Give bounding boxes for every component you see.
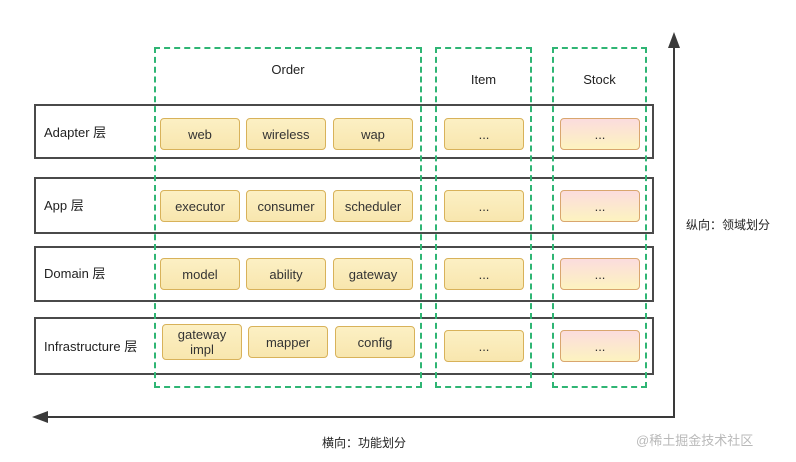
domain-title-item: Item [470, 72, 497, 87]
vertical-axis-label: 纵向：领域划分 [686, 218, 771, 232]
cell-item-app: ... [444, 190, 524, 222]
domain-title-stock: Stock [583, 72, 616, 87]
cell-consumer: consumer [246, 190, 326, 222]
layer-row-domain [34, 246, 654, 302]
domain-title-order: Order [271, 62, 305, 77]
cell-mapper: mapper [248, 326, 328, 358]
cell-gateway: gateway [333, 258, 413, 290]
cell-ability: ability [246, 258, 326, 290]
layer-label-app: App 层 [44, 198, 84, 213]
domain-box-order [154, 47, 422, 388]
cell-stock-infrastructure: ... [560, 330, 640, 362]
layer-label-adapter: Adapter 层 [44, 125, 107, 140]
cell-executor: executor [160, 190, 240, 222]
cell-web: web [160, 118, 240, 150]
horizontal-axis-arrow [32, 411, 48, 423]
domain-box-stock [552, 47, 647, 388]
layer-label-infrastructure: Infrastructure 层 [44, 339, 138, 354]
cell-item-infrastructure: ... [444, 330, 524, 362]
cell-stock-domain: ... [560, 258, 640, 290]
watermark: @稀土掘金技术社区 [636, 433, 754, 448]
cell-item-adapter: ... [444, 118, 524, 150]
cell-item-domain: ... [444, 258, 524, 290]
cell-wap: wap [333, 118, 413, 150]
horizontal-axis-label: 横向：功能划分 [322, 436, 407, 450]
domain-box-item [435, 47, 532, 388]
cell-wireless: wireless [246, 118, 326, 150]
cell-stock-app: ... [560, 190, 640, 222]
layer-label-domain: Domain 层 [44, 266, 106, 281]
cell-config: config [335, 326, 415, 358]
cell-scheduler: scheduler [333, 190, 413, 222]
cell-model: model [160, 258, 240, 290]
cell-gateway-impl: gateway impl [162, 324, 242, 360]
cell-stock-adapter: ... [560, 118, 640, 150]
vertical-axis-arrow [668, 32, 680, 48]
